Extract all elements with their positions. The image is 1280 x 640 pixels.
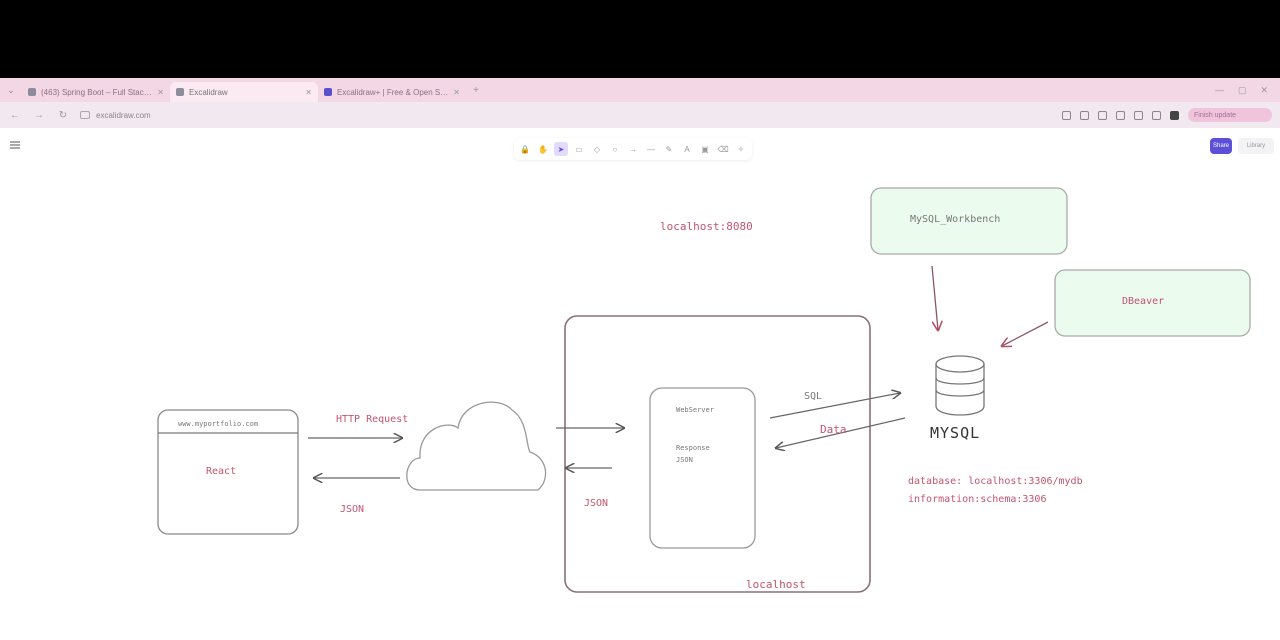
bookmark-icon[interactable] bbox=[1098, 110, 1107, 120]
data-arrow[interactable] bbox=[776, 417, 906, 448]
site-info-icon[interactable] bbox=[80, 111, 90, 119]
url-field[interactable]: excalidraw.com bbox=[80, 111, 151, 120]
dbeaver-label: DBeaver bbox=[1122, 296, 1165, 307]
server-json-label: JSON bbox=[584, 498, 609, 509]
download-icon[interactable] bbox=[1152, 110, 1161, 120]
reload-icon[interactable]: ↻ bbox=[58, 109, 68, 121]
browser-window: ⌄ (463) Spring Boot – Full Stack Develop… bbox=[0, 78, 1280, 640]
extension-icon[interactable] bbox=[1116, 110, 1125, 120]
ellipse-icon[interactable]: ○ bbox=[612, 144, 618, 154]
dbeaver-box[interactable] bbox=[1054, 269, 1251, 337]
browser-box[interactable] bbox=[157, 409, 299, 535]
maximize-icon[interactable]: ▢ bbox=[1237, 84, 1247, 95]
line-icon[interactable]: — bbox=[647, 144, 655, 154]
workbench-arrow[interactable] bbox=[931, 265, 938, 330]
close-icon[interactable]: ✕ bbox=[305, 87, 312, 97]
webserver-box[interactable] bbox=[649, 387, 756, 549]
back-icon[interactable]: ← bbox=[10, 109, 20, 121]
text-icon[interactable]: A bbox=[684, 144, 690, 154]
eraser-icon[interactable]: ⌫ bbox=[717, 144, 729, 154]
webserver-label: WebServer bbox=[676, 406, 714, 414]
share-button[interactable]: Share bbox=[1210, 138, 1232, 154]
new-tab-button[interactable]: + bbox=[473, 84, 479, 96]
laser-icon[interactable]: ✧ bbox=[737, 144, 745, 154]
tab-bar: ⌄ (463) Spring Boot – Full Stack Develop… bbox=[0, 78, 1280, 102]
response-json-label: JSON bbox=[676, 456, 693, 464]
update-button[interactable]: Finish update bbox=[1188, 108, 1272, 122]
response-label: Response bbox=[676, 444, 710, 452]
dbeaver-arrow[interactable] bbox=[1002, 321, 1049, 346]
window-controls: — ▢ ✕ bbox=[1215, 85, 1280, 96]
video-letterbox bbox=[0, 0, 1280, 78]
sql-label: SQL bbox=[804, 391, 823, 402]
mysql-label: MYSQL bbox=[930, 424, 981, 442]
tab-title: Excalidraw bbox=[189, 87, 228, 97]
youtube-icon bbox=[28, 88, 36, 96]
tab-youtube[interactable]: (463) Spring Boot – Full Stack Developme… bbox=[22, 82, 170, 102]
json-response-label: JSON bbox=[340, 504, 365, 515]
workbench-label: MySQL_Workbench bbox=[910, 214, 1001, 225]
localhost-box[interactable] bbox=[564, 315, 871, 593]
excalidraw-icon bbox=[176, 88, 184, 96]
extensions-area: Finish update bbox=[1062, 108, 1272, 122]
port-label: localhost:8080 bbox=[660, 220, 753, 233]
excalidraw-plus-icon bbox=[324, 88, 332, 96]
sidepanel-icon[interactable] bbox=[1134, 110, 1143, 120]
diagram-shapes bbox=[157, 187, 1251, 593]
tab-search-icon[interactable]: ⌄ bbox=[7, 84, 15, 95]
browser-url-label: www.myportfolio.com bbox=[178, 420, 259, 428]
close-icon[interactable]: ✕ bbox=[157, 87, 164, 97]
profile-icon[interactable] bbox=[1170, 110, 1179, 120]
diamond-icon[interactable]: ◇ bbox=[593, 144, 601, 154]
library-button[interactable]: Library bbox=[1238, 138, 1274, 154]
minimize-icon[interactable]: — bbox=[1214, 84, 1224, 95]
drawing-canvas[interactable]: 🔒 ✋ ➤ ▭ ◇ ○ → — ✎ A ▣ ⌫ ✧ Share Library bbox=[0, 128, 1280, 640]
http-request-label: HTTP Request bbox=[336, 414, 409, 425]
tab-title: Excalidraw+ | Free & Open Source bbox=[337, 87, 449, 97]
close-window-icon[interactable]: ✕ bbox=[1260, 84, 1268, 95]
cast-icon[interactable] bbox=[1080, 110, 1089, 120]
db-note-line2: information:schema:3306 bbox=[908, 494, 1047, 505]
arrow-icon[interactable]: → bbox=[629, 144, 637, 154]
internet-cloud[interactable] bbox=[406, 401, 547, 491]
rectangle-icon[interactable]: ▭ bbox=[575, 144, 583, 154]
image-icon[interactable]: ▣ bbox=[701, 144, 709, 154]
selection-icon[interactable]: ➤ bbox=[554, 142, 568, 156]
tab-title: (463) Spring Boot – Full Stack Developme… bbox=[41, 87, 152, 97]
forward-icon[interactable]: → bbox=[34, 109, 44, 121]
url-text: excalidraw.com bbox=[96, 110, 151, 120]
close-icon[interactable]: ✕ bbox=[453, 87, 460, 97]
localhost-label: localhost bbox=[746, 578, 806, 591]
main-menu-icon[interactable] bbox=[10, 141, 20, 149]
shape-toolbar: 🔒 ✋ ➤ ▭ ◇ ○ → — ✎ A ▣ ⌫ ✧ bbox=[514, 138, 752, 160]
hand-icon[interactable]: ✋ bbox=[538, 144, 548, 154]
sql-arrow[interactable] bbox=[769, 393, 900, 419]
tab-excalidraw-plus[interactable]: Excalidraw+ | Free & Open Source ✕ bbox=[318, 82, 466, 102]
data-label: Data bbox=[820, 423, 847, 436]
tab-excalidraw[interactable]: Excalidraw ✕ bbox=[170, 82, 318, 102]
workbench-box[interactable] bbox=[870, 187, 1068, 255]
pencil-icon[interactable]: ✎ bbox=[665, 144, 673, 154]
db-note-line1: database: localhost:3306/mydb bbox=[908, 476, 1083, 487]
database-icon[interactable] bbox=[935, 355, 985, 416]
react-label: React bbox=[206, 466, 237, 477]
install-app-icon[interactable] bbox=[1062, 110, 1071, 120]
lock-icon[interactable]: 🔒 bbox=[520, 144, 530, 154]
address-bar: ← → ↻ excalidraw.com Finish update bbox=[0, 102, 1280, 128]
